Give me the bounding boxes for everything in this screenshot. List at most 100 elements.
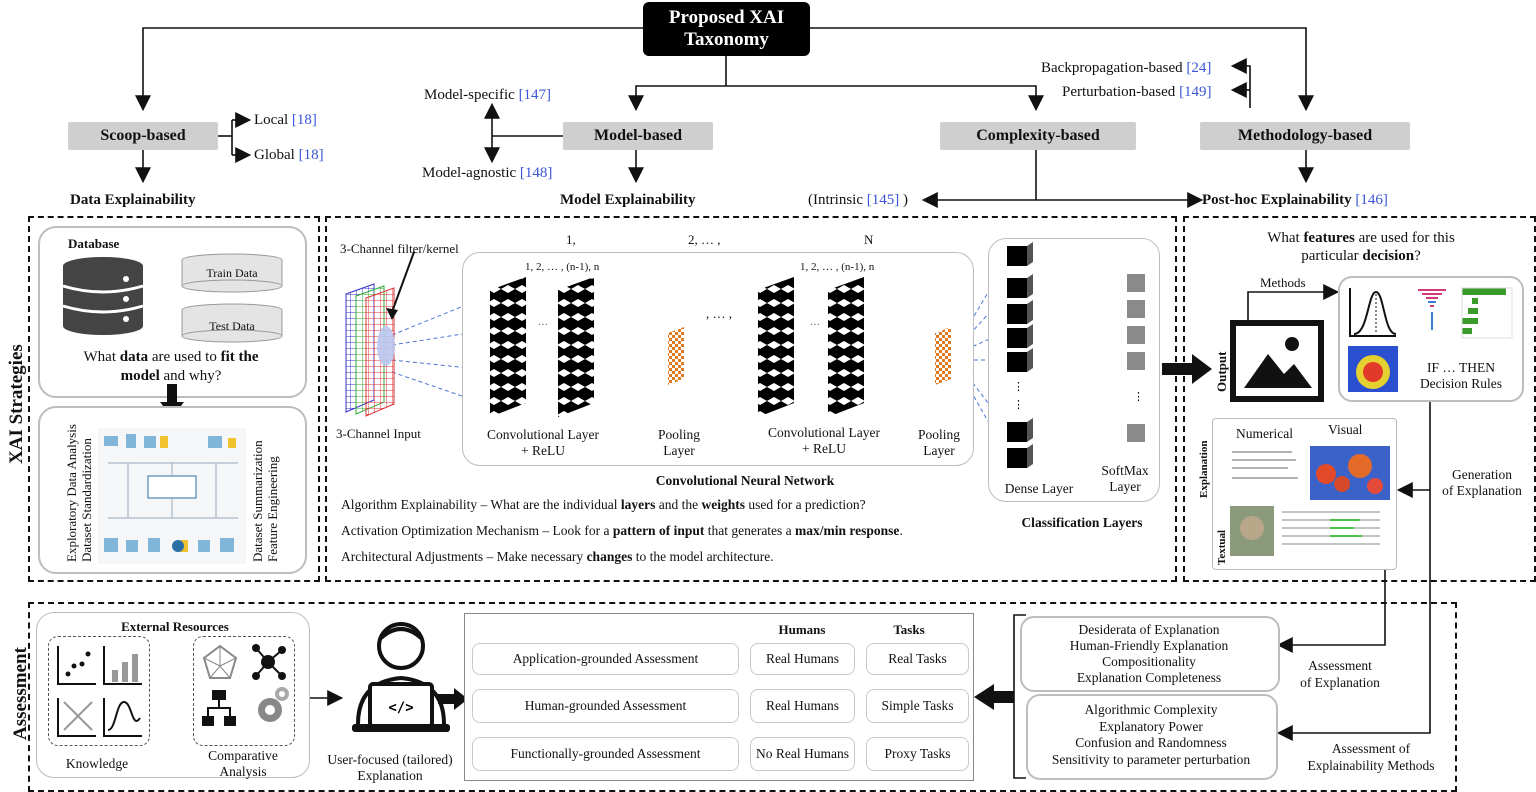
scoop-based-node: Scoop-based — [68, 122, 218, 150]
backprop-label: Backpropagation-based [24] — [1041, 60, 1212, 76]
svg-text:⋮: ⋮ — [1133, 391, 1144, 403]
xai-strategies-label: XAI Strategies — [6, 344, 27, 464]
comparative-box — [193, 636, 295, 746]
database-icon — [62, 257, 144, 335]
right-arrow-icon — [438, 688, 468, 710]
classification-layers-title: Classification Layers — [1021, 515, 1143, 530]
cnn-title: Convolutional Neural Network — [655, 473, 835, 488]
methods-thumbnails — [1348, 287, 1513, 392]
feature-maps-label-1: 1, 2, … , (n-1), n — [525, 261, 600, 273]
local-label: Local [18] — [254, 112, 317, 128]
methods-assessment-box — [1026, 694, 1278, 780]
knowledge-box — [48, 636, 150, 746]
input-label: 3-Channel Input — [336, 426, 421, 441]
posthoc-explainability-panel — [1183, 216, 1536, 582]
assessment-row-humans-0: Real Humans — [750, 643, 855, 675]
assessment-row-humans-1: Real Humans — [750, 689, 855, 723]
methods-label: Methods — [1260, 275, 1306, 290]
visual-label: Visual — [1328, 422, 1363, 437]
tasks-header: Tasks — [893, 622, 925, 637]
model-explainability-label: Model Explainability — [560, 192, 696, 208]
svg-text:…: … — [810, 317, 820, 328]
algorithm-explainability-text: Algorithm Explainability – What are the … — [341, 497, 866, 512]
top-index-2: 2, … , — [688, 232, 721, 247]
assessment-row-humans-2: No Real Humans — [750, 737, 855, 771]
methodology-based-node: Methodology-based — [1200, 122, 1410, 150]
complexity-based-node: Complexity-based — [940, 122, 1136, 150]
model-agnostic-label: Model-agnostic [148] — [422, 165, 553, 181]
user-focused-label: User-focused (tailored)Explanation — [327, 752, 453, 783]
user-laptop-icon: </> — [352, 622, 450, 732]
external-resources-box — [36, 612, 310, 778]
assessment-row-tasks-0: Real Tasks — [866, 643, 969, 675]
big-right-arrow-icon — [1162, 354, 1212, 384]
assessment-row-name-1: Human-grounded Assessment — [472, 689, 739, 723]
feature-maps-graphic: … … — [490, 277, 951, 417]
data-explainability-panel — [28, 216, 320, 582]
explanation-examples — [1230, 446, 1390, 556]
top-index-n: N — [864, 232, 874, 247]
assessment-row-tasks-1: Simple Tasks — [866, 689, 969, 723]
explanation-vertical-label: Explanation — [1198, 440, 1210, 498]
dense-layer-label: Dense Layer — [1004, 481, 1074, 496]
svg-text:…: … — [538, 317, 548, 328]
assessment-row-name-0: Application-grounded Assessment — [472, 643, 739, 675]
global-label: Global [18] — [254, 147, 324, 163]
svg-text:⋮: ⋮ — [1013, 381, 1024, 393]
model-based-node: Model-based — [563, 122, 713, 150]
dense-softmax-graphic: ⋮ ⋮ ⋮ — [1007, 242, 1145, 468]
top-index-1: 1, — [566, 232, 576, 247]
image-output-icon — [1230, 320, 1324, 402]
external-resources-title: External Resources — [121, 619, 229, 634]
filter-kernel-label: 3-Channel filter/kernel — [340, 241, 459, 256]
posthoc-explainability-label: Post-hoc Explainability [146] — [1202, 192, 1388, 208]
train-test-cylinders — [181, 253, 283, 343]
infographic-thumbnail — [98, 428, 246, 564]
knowledge-label: Knowledge — [65, 756, 129, 771]
numerical-label: Numerical — [1236, 426, 1293, 441]
intrinsic-label: (Intrinsic [145] ) — [808, 192, 908, 208]
activation-optimization-text: Activation Optimization Mechanism – Look… — [341, 523, 903, 538]
conv-layer-2-label: Convolutional Layer+ ReLU — [767, 425, 881, 456]
taxonomy-root: Proposed XAI Taxonomy — [643, 2, 810, 56]
textual-vertical-label: Textual — [1216, 529, 1228, 565]
assessment-row-tasks-2: Proxy Tasks — [866, 737, 969, 771]
model-explainability-panel — [325, 216, 1177, 582]
architectural-adjustments-text: Architectural Adjustments – Make necessa… — [341, 549, 774, 564]
conv-layer-1-label: Convolutional Layer+ ReLU — [486, 427, 600, 458]
assessment-row-name-2: Functionally-grounded Assessment — [472, 737, 739, 771]
assessment-panel — [28, 602, 1457, 792]
dots-between-label: , … , — [706, 306, 732, 321]
desiderata-box — [1020, 616, 1280, 692]
model-specific-label: Model-specific [147] — [424, 87, 552, 103]
train-data-label: Train Data — [206, 266, 258, 280]
data-explainability-label: Data Explainability — [70, 192, 196, 208]
database-title: Database — [68, 236, 120, 251]
left-arrow-icon — [974, 684, 1014, 710]
output-label: Output — [1214, 351, 1229, 392]
svg-text:</>: </> — [388, 700, 413, 716]
kernel-pointer-arrow — [386, 251, 415, 320]
knowledge-icons — [57, 646, 142, 737]
test-data-label: Test Data — [209, 319, 255, 333]
comparative-icons — [202, 644, 289, 726]
humans-header: Humans — [778, 622, 826, 637]
conv-stack-box — [462, 252, 974, 466]
three-channel-input-image — [345, 283, 395, 417]
perturbation-label: Perturbation-based [149] — [1062, 84, 1212, 100]
feature-maps-label-2: 1, 2, … , (n-1), n — [800, 261, 875, 273]
svg-text:⋮: ⋮ — [1013, 399, 1024, 411]
